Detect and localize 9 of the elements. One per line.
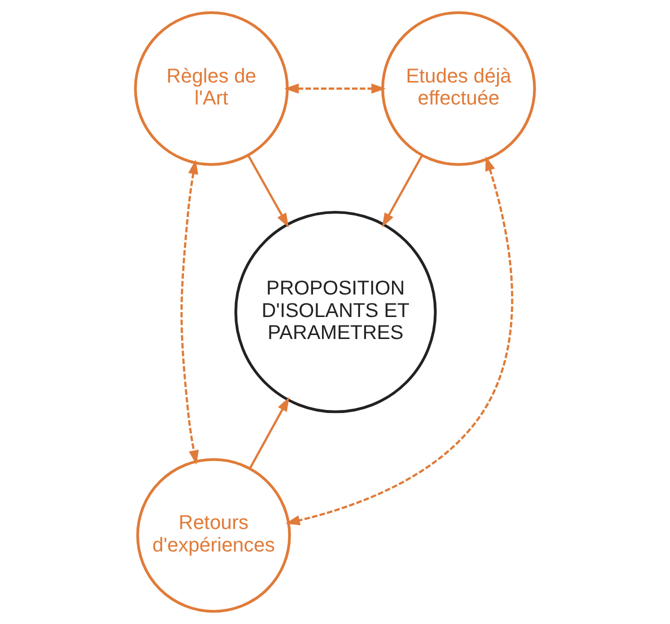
arrow bbox=[284, 84, 386, 94]
arrow bbox=[248, 396, 290, 470]
arrow bbox=[247, 154, 289, 228]
node-circle: Retours d'expériences bbox=[136, 458, 291, 613]
node-circle: Etudes déjà effectuée bbox=[381, 11, 536, 166]
node-circle: Règles de l'Art bbox=[134, 11, 289, 166]
arrow bbox=[382, 154, 423, 228]
arrow bbox=[285, 156, 514, 526]
arrow bbox=[180, 160, 199, 465]
